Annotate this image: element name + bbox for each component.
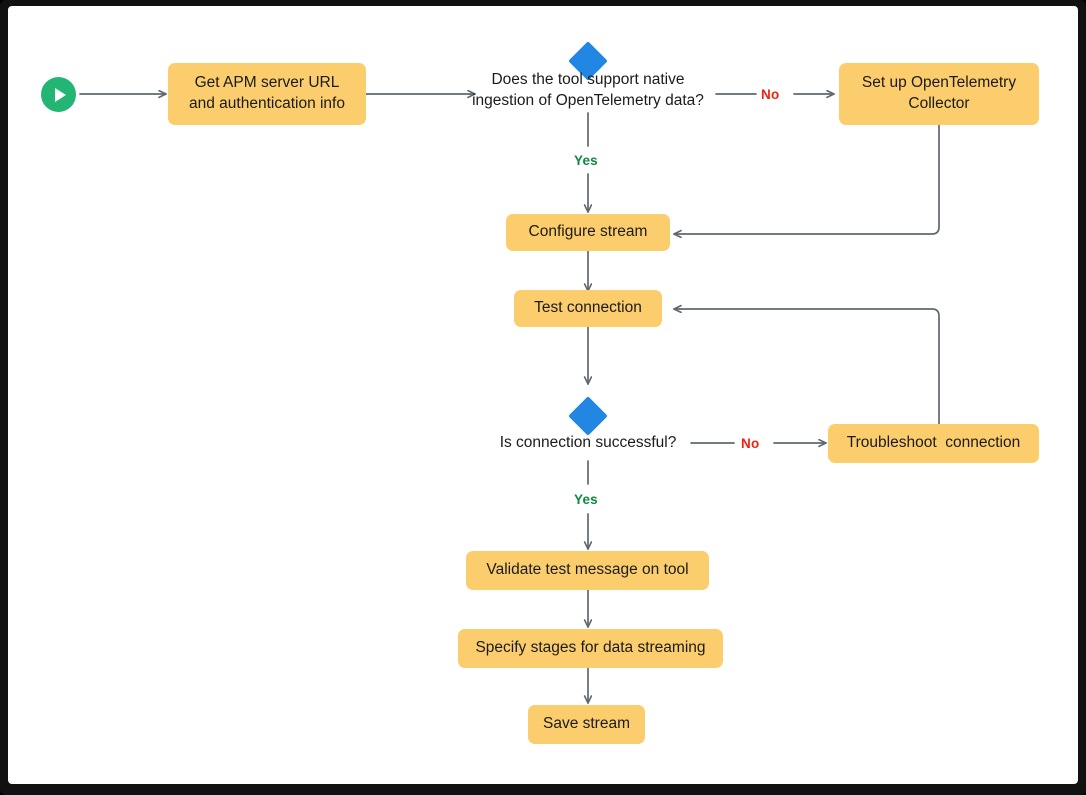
edge-label-conn-yes: Yes — [574, 492, 598, 507]
edge-label-otel-no: No — [761, 87, 780, 102]
node-validate-test-message[interactable]: Validate test message on tool — [466, 551, 709, 590]
decision-diamond-connection-success[interactable] — [568, 396, 608, 436]
diagram-canvas[interactable]: Get APM server URL and authentication in… — [8, 6, 1078, 784]
edge-otel-to-configure — [673, 124, 940, 234]
node-save-stream[interactable]: Save stream — [528, 705, 645, 744]
node-troubleshoot[interactable]: Troubleshoot connection — [828, 424, 1039, 463]
play-icon — [55, 87, 66, 102]
node-supports-otel-label: Does the tool support native ingestion o… — [472, 71, 704, 109]
node-get-apm-info[interactable]: Get APM server URL and authentication in… — [168, 63, 366, 125]
edge-troubleshoot-to-test — [673, 309, 940, 425]
edge-label-conn-no: No — [741, 436, 760, 451]
node-test-connection[interactable]: Test connection — [514, 290, 662, 327]
node-configure-stream[interactable]: Configure stream — [506, 214, 670, 251]
node-setup-otel-collector[interactable]: Set up OpenTelemetry Collector — [839, 63, 1039, 125]
edge-label-otel-yes: Yes — [574, 153, 598, 168]
node-specify-stages[interactable]: Specify stages for data streaming — [458, 629, 723, 668]
start-node[interactable] — [41, 77, 76, 112]
node-connection-success-label: Is connection successful? — [499, 433, 677, 451]
